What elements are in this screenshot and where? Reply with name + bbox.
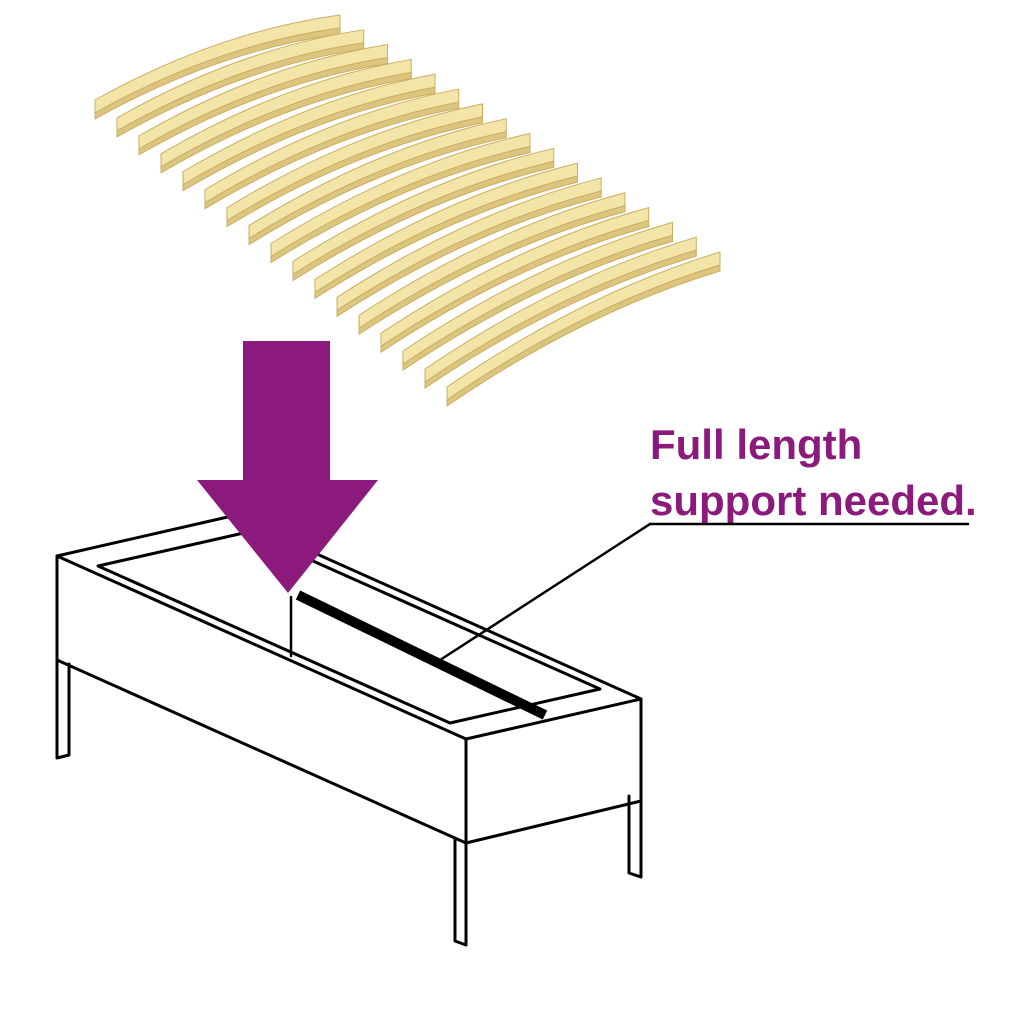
bed-slat-edge bbox=[314, 175, 578, 300]
bed-slat-edge bbox=[270, 145, 531, 264]
callout-pointer-line bbox=[435, 522, 652, 664]
down-arrow bbox=[197, 341, 378, 593]
callout-line2: support needed. bbox=[650, 477, 977, 524]
bed-slat-edge bbox=[292, 160, 555, 282]
bed-slat-edge bbox=[446, 264, 721, 407]
frame-inner-rim bbox=[96, 530, 602, 725]
frame-leg-right bbox=[627, 794, 643, 879]
bed-slat-edge bbox=[424, 249, 697, 390]
bed-slat-edge bbox=[358, 205, 626, 336]
bed-slat-edge bbox=[160, 71, 412, 174]
bed-slat-edge bbox=[182, 86, 436, 192]
bed-slat-edge bbox=[226, 116, 483, 228]
bed-slat-edge bbox=[248, 131, 507, 246]
callout: Full length support needed. bbox=[435, 421, 977, 664]
bed-slat-edge bbox=[336, 190, 602, 318]
bed-slat-edge bbox=[380, 219, 650, 354]
frame-leg-front bbox=[453, 836, 468, 947]
center-rail bbox=[295, 590, 548, 720]
frame-leg-left bbox=[55, 658, 71, 760]
bed-frame bbox=[55, 514, 643, 947]
bed-slat-edge bbox=[204, 101, 460, 210]
slatted-bed-base bbox=[94, 14, 721, 407]
bed-slat-edge bbox=[402, 234, 673, 372]
callout-line1: Full length bbox=[650, 421, 862, 468]
